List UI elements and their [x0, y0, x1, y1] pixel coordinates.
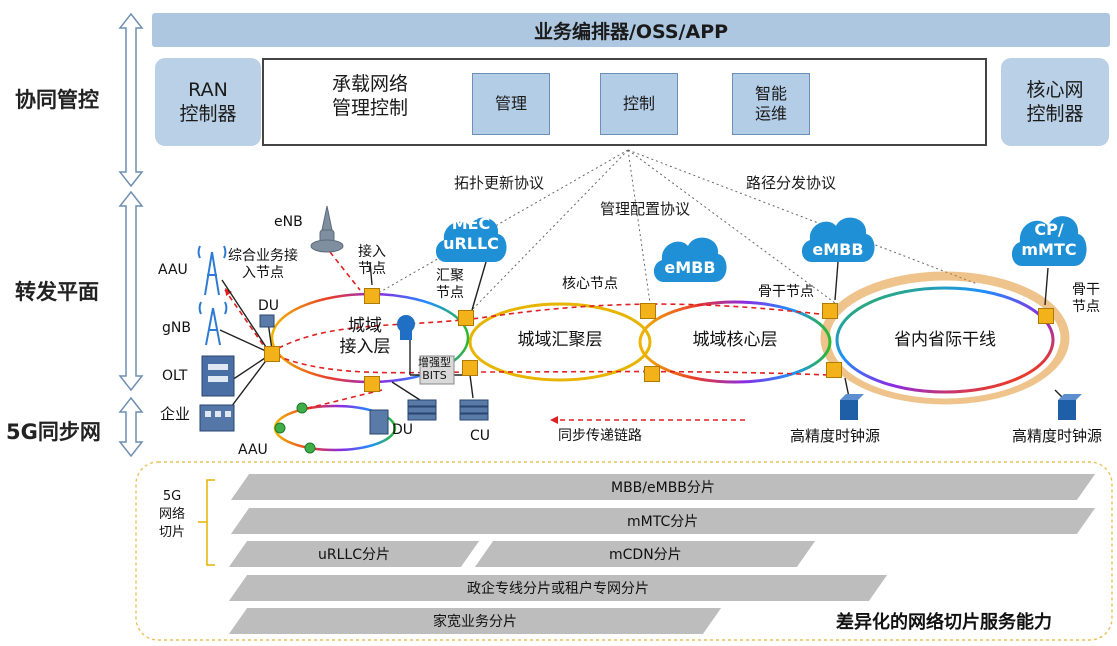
slice-gov-enterprise: 政企专线分片或租户专网分片 — [228, 575, 888, 601]
enterprise-label: 企业 — [160, 405, 191, 423]
slice-home-label: 家宽业务分片 — [433, 614, 517, 630]
aau-top-label: AAU — [158, 262, 188, 278]
side-label-coordination: 协同管控 — [15, 88, 99, 112]
sync-link-label: 同步传递链路 — [558, 428, 642, 444]
core-network-controller: 核心网 控制器 — [1001, 58, 1109, 146]
sync-arrowheads — [225, 288, 558, 424]
core-node-bottom — [644, 366, 660, 382]
backbone-node-right-label: 骨干 节点 — [1072, 282, 1100, 315]
du-bottom-label: DU — [392, 422, 414, 438]
cu-label: CU — [470, 428, 491, 444]
clock-source-cube-left-icon — [840, 394, 864, 420]
embb-backbone-cloud-label: eMBB — [812, 240, 864, 259]
du-bottom-device-icon — [369, 399, 437, 435]
mec-cloud-label: MEC uRLLC — [443, 214, 499, 253]
sync-range-arrow — [118, 396, 144, 458]
backbone-ring — [820, 271, 1070, 405]
intelligent-ops-block: 智能 运维 — [732, 73, 810, 135]
du-aggregation-node — [264, 346, 280, 362]
protocol-links — [379, 149, 1046, 313]
core-ring-label: 城域核心层 — [692, 330, 778, 350]
core-node-top — [640, 303, 656, 319]
orchestrator-bar: 业务编排器/OSS/APP — [152, 13, 1110, 47]
olt-device-icon — [201, 355, 235, 397]
control-block: 控制 — [600, 73, 678, 135]
aau-bottom-label: AAU — [238, 442, 268, 458]
slice-group-label: 5G 网络 切片 — [158, 489, 185, 540]
embb-backbone-cloud-icon — [801, 217, 875, 262]
config-protocol-label: 管理配置协议 — [600, 200, 691, 218]
side-label-forwarding: 转发平面 — [15, 280, 99, 304]
backbone-node-right — [1038, 308, 1054, 324]
slice-mbb-embb: MBB/eMBB分片 — [230, 474, 1096, 500]
slices-frame — [135, 461, 1113, 641]
backbone-ring-label: 省内省际干线 — [894, 330, 996, 350]
slice-gov-label: 政企专线分片或租户专网分片 — [467, 581, 649, 597]
enb-tower-icon — [310, 205, 344, 253]
enhanced-bits-label: 增强型 BITS — [418, 356, 451, 382]
aggregation-node-bottom — [462, 360, 478, 376]
slice-home-broadband: 家宽业务分片 — [228, 608, 722, 634]
sync-paths — [224, 251, 829, 421]
slice-mcdn-label: mCDN分片 — [608, 547, 682, 563]
core-node-label: 核心节点 — [562, 276, 618, 292]
enb-label: eNB — [274, 214, 303, 230]
access-node-lower — [364, 376, 380, 392]
management-block: 管理 — [472, 73, 550, 135]
embb-core-cloud-icon — [653, 237, 727, 282]
bits-clock-icon — [397, 315, 455, 385]
du-top-device-icon — [259, 314, 275, 328]
slice-group-bracket — [198, 479, 215, 566]
clock-source-cube-right-icon — [1058, 394, 1082, 420]
access-node — [364, 288, 380, 304]
slice-urllc-label: uRLLC分片 — [318, 547, 390, 563]
aggregation-node-label: 汇聚 节点 — [436, 268, 464, 301]
access-ring-label: 城域 接入层 — [339, 316, 391, 357]
slice-mmtc: mMTC分片 — [230, 508, 1096, 534]
aggregation-node-top — [458, 310, 474, 326]
bearer-management-title: 承载网络 管理控制 — [331, 73, 408, 119]
backbone-node-bottom — [826, 362, 842, 378]
gnb-label: gNB — [162, 320, 191, 336]
path-protocol-label: 路径分发协议 — [746, 174, 837, 192]
cp-mmtc-cloud-label: CP/ mMTC — [1021, 220, 1077, 259]
integrated-access-node-label: 综合业务接 入节点 — [228, 248, 298, 281]
embb-core-cloud-label: eMBB — [664, 258, 716, 277]
slice-mmtc-label: mMTC分片 — [627, 514, 699, 530]
side-label-sync: 5G同步网 — [6, 420, 101, 444]
aau-tower-icon — [197, 245, 227, 296]
slice-capability-caption: 差异化的网络切片服务能力 — [836, 612, 1052, 633]
aggregation-ring-label: 城域汇聚层 — [517, 330, 603, 350]
backbone-node-left-label: 骨干节点 — [758, 284, 814, 300]
olt-label: OLT — [162, 368, 188, 384]
gnb-tower-icon — [198, 301, 228, 346]
clock-source-left-label: 高精度时钟源 — [790, 427, 881, 445]
coordination-range-arrow — [118, 12, 144, 188]
core-ring — [638, 300, 832, 384]
clock-source-right-label: 高精度时钟源 — [1012, 427, 1103, 445]
backbone-node-top — [822, 303, 838, 319]
enterprise-building-icon — [199, 404, 235, 432]
cu-device-icon — [459, 399, 489, 421]
topology-protocol-label: 拓扑更新协议 — [454, 174, 545, 192]
cp-mmtc-cloud-icon — [1011, 216, 1087, 266]
bottom-ring-nodes — [274, 402, 316, 454]
mec-cloud-icon — [435, 217, 507, 262]
du-top-label: DU — [258, 298, 280, 314]
slice-urllc: uRLLC分片 — [228, 541, 480, 567]
forwarding-range-arrow — [118, 190, 144, 392]
slice-mbb-label: MBB/eMBB分片 — [611, 480, 715, 496]
access-node-label: 接入 节点 — [358, 244, 386, 277]
aggregation-ring — [468, 302, 652, 382]
slice-mcdn: mCDN分片 — [474, 541, 816, 567]
ran-controller: RAN 控制器 — [155, 58, 261, 146]
